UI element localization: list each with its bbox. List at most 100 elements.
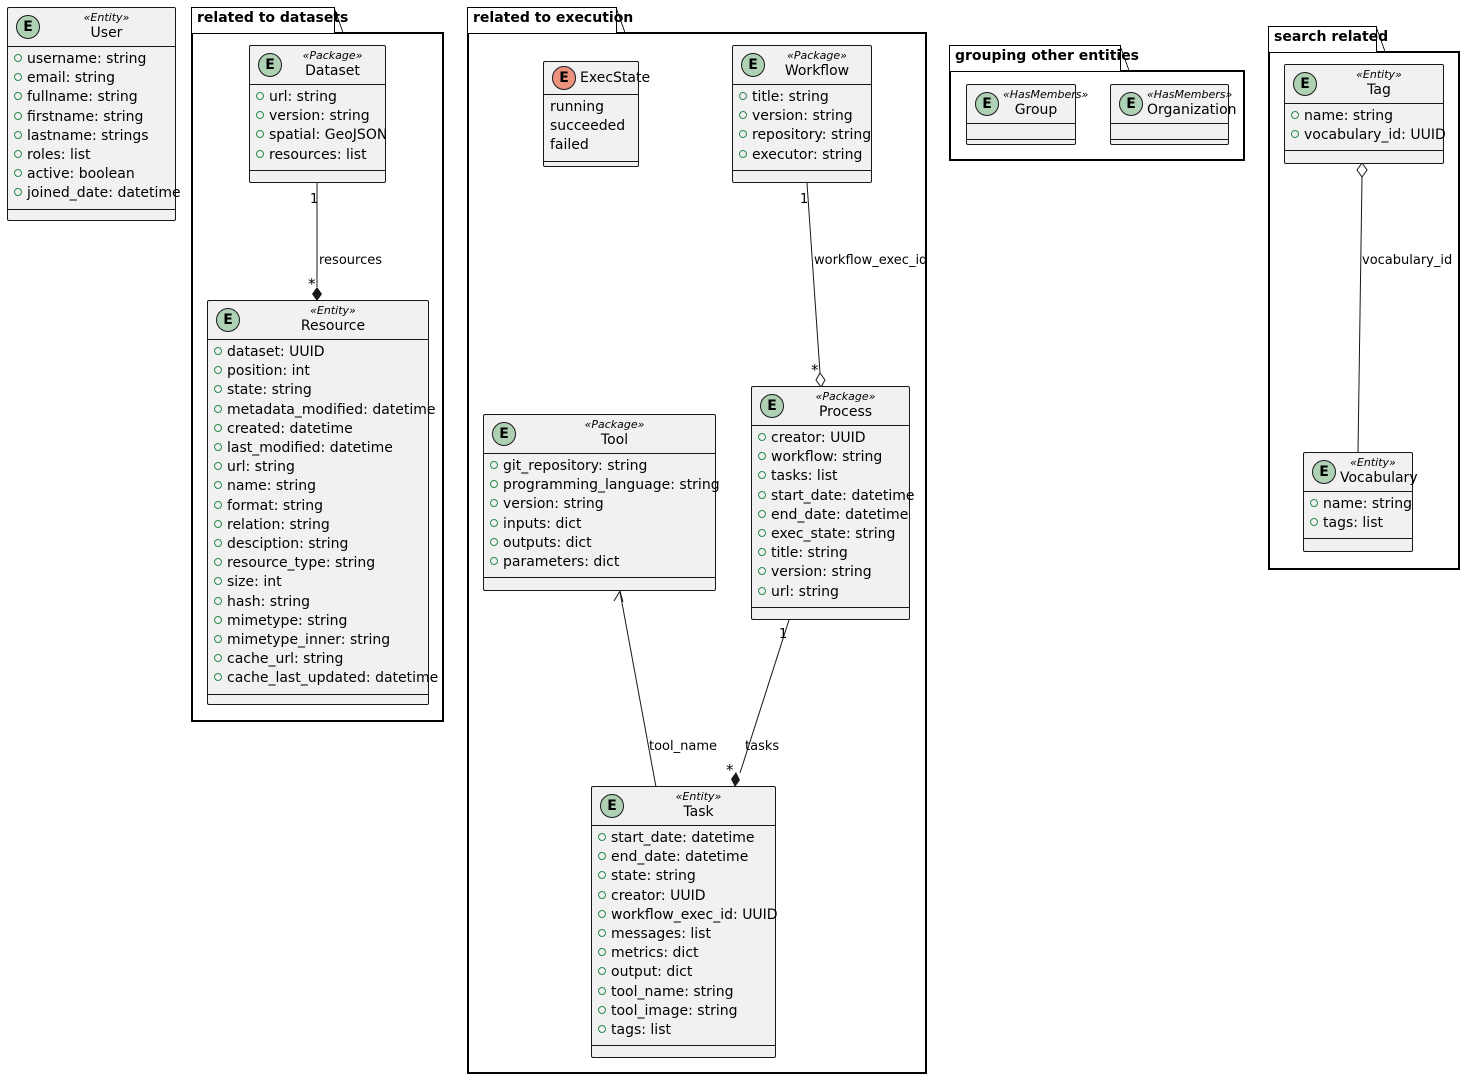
entity-badge-icon: E xyxy=(258,53,282,77)
public-visibility-icon xyxy=(739,149,747,158)
class-field: start_date: datetime xyxy=(598,829,769,848)
composition-diamond xyxy=(312,287,322,301)
class-fields xyxy=(967,124,1075,140)
class-field: url: string xyxy=(214,458,422,477)
arrow-head xyxy=(613,589,624,603)
class-field: workflow_exec_id: UUID xyxy=(598,906,778,925)
entity-badge-icon: E xyxy=(741,53,765,77)
class-header: E«HasMembers»Group xyxy=(967,85,1088,124)
class-organization[interactable]: E«HasMembers»Organization xyxy=(1110,84,1237,145)
class-name: Resource xyxy=(300,318,366,334)
public-visibility-icon xyxy=(214,635,222,644)
field-text: size: int xyxy=(227,574,282,591)
package-grouping xyxy=(949,70,1245,161)
field-text: last_modified: datetime xyxy=(227,440,393,457)
public-visibility-icon xyxy=(14,54,22,62)
class-field: desciption: string xyxy=(214,535,422,554)
public-visibility-icon xyxy=(490,537,498,546)
field-text: output: dict xyxy=(611,964,693,981)
field-text: end_date: datetime xyxy=(771,506,909,523)
mult-dataset-1: 1 xyxy=(310,192,319,207)
field-text: mimetype: string xyxy=(227,612,348,629)
field-text: mimetype_inner: string xyxy=(227,632,391,649)
class-header: E «Entity»Resource xyxy=(208,301,428,340)
class-fields xyxy=(1111,124,1228,140)
class-name: ExecState xyxy=(580,70,651,86)
class-field: name: string xyxy=(1310,495,1412,514)
field-text: version: string xyxy=(752,108,853,125)
public-visibility-icon xyxy=(1291,130,1299,139)
public-visibility-icon xyxy=(598,948,606,957)
enum-value: running xyxy=(550,98,632,117)
enum-badge-icon: E xyxy=(552,66,576,90)
field-text: metrics: dict xyxy=(611,945,699,962)
class-name: Tool xyxy=(600,432,629,448)
class-stereotype: «Entity» xyxy=(310,304,356,317)
class-field: version: string xyxy=(490,495,709,514)
class-field: tags: list xyxy=(1310,514,1406,533)
public-visibility-icon xyxy=(214,347,222,355)
field-text: state: string xyxy=(611,868,696,885)
field-text: url: string xyxy=(227,459,295,476)
field-text: resources: list xyxy=(269,146,367,163)
class-field: state: string xyxy=(214,381,422,400)
field-text: git_repository: string xyxy=(503,458,648,474)
entity-badge-icon: E xyxy=(975,92,999,116)
public-visibility-icon xyxy=(256,111,264,120)
class-field: programming_language: string xyxy=(490,476,720,495)
field-text: relation: string xyxy=(227,516,330,533)
class-workflow[interactable]: E«Package»Workflow title: string version: … xyxy=(732,45,872,183)
class-header: E«Entity»Tag xyxy=(1285,65,1443,104)
public-visibility-icon xyxy=(598,871,606,880)
class-field: url: string xyxy=(758,583,903,602)
class-field: version: string xyxy=(739,107,865,126)
public-visibility-icon xyxy=(739,92,747,100)
public-visibility-icon xyxy=(14,130,22,139)
public-visibility-icon xyxy=(758,490,766,499)
entity-badge-icon: E xyxy=(492,422,516,446)
class-field: vocabulary_id: UUID xyxy=(1291,126,1446,145)
field-text: succeeded xyxy=(550,118,626,135)
class-field: parameters: dict xyxy=(490,553,709,572)
class-name: Tag xyxy=(1367,82,1391,98)
public-visibility-icon xyxy=(598,967,606,976)
label-tool-name: tool_name xyxy=(649,739,717,754)
class-field: size: int xyxy=(214,573,422,592)
field-text: tags: list xyxy=(611,1022,671,1039)
class-field: git_repository: string xyxy=(490,457,709,476)
field-text: workflow_exec_id: UUID xyxy=(611,906,778,923)
class-methods xyxy=(208,695,428,702)
field-text: title: string xyxy=(752,89,829,105)
class-field: cache_url: string xyxy=(214,650,422,669)
class-methods xyxy=(752,608,909,615)
class-group[interactable]: E«HasMembers»Group xyxy=(966,84,1088,145)
package-search xyxy=(1268,51,1460,570)
class-methods xyxy=(592,1046,775,1053)
class-field: active: boolean xyxy=(14,165,169,184)
class-field: mimetype: string xyxy=(214,612,422,631)
public-visibility-icon xyxy=(758,452,766,461)
field-text: created: datetime xyxy=(227,420,353,437)
public-visibility-icon xyxy=(214,404,222,413)
class-header: E«Package»Workflow xyxy=(733,46,871,85)
public-visibility-icon xyxy=(739,130,747,139)
label-vocabulary-id: vocabulary_id xyxy=(1362,253,1453,268)
class-field: relation: string xyxy=(214,516,422,535)
public-visibility-icon xyxy=(1310,499,1318,507)
entity-badge-icon: E xyxy=(216,308,240,332)
class-field: format: string xyxy=(214,497,422,516)
label-workflow-exec-id: workflow_exec_id xyxy=(814,253,928,268)
field-text: name: string xyxy=(1323,496,1413,512)
class-name: User xyxy=(90,25,123,41)
